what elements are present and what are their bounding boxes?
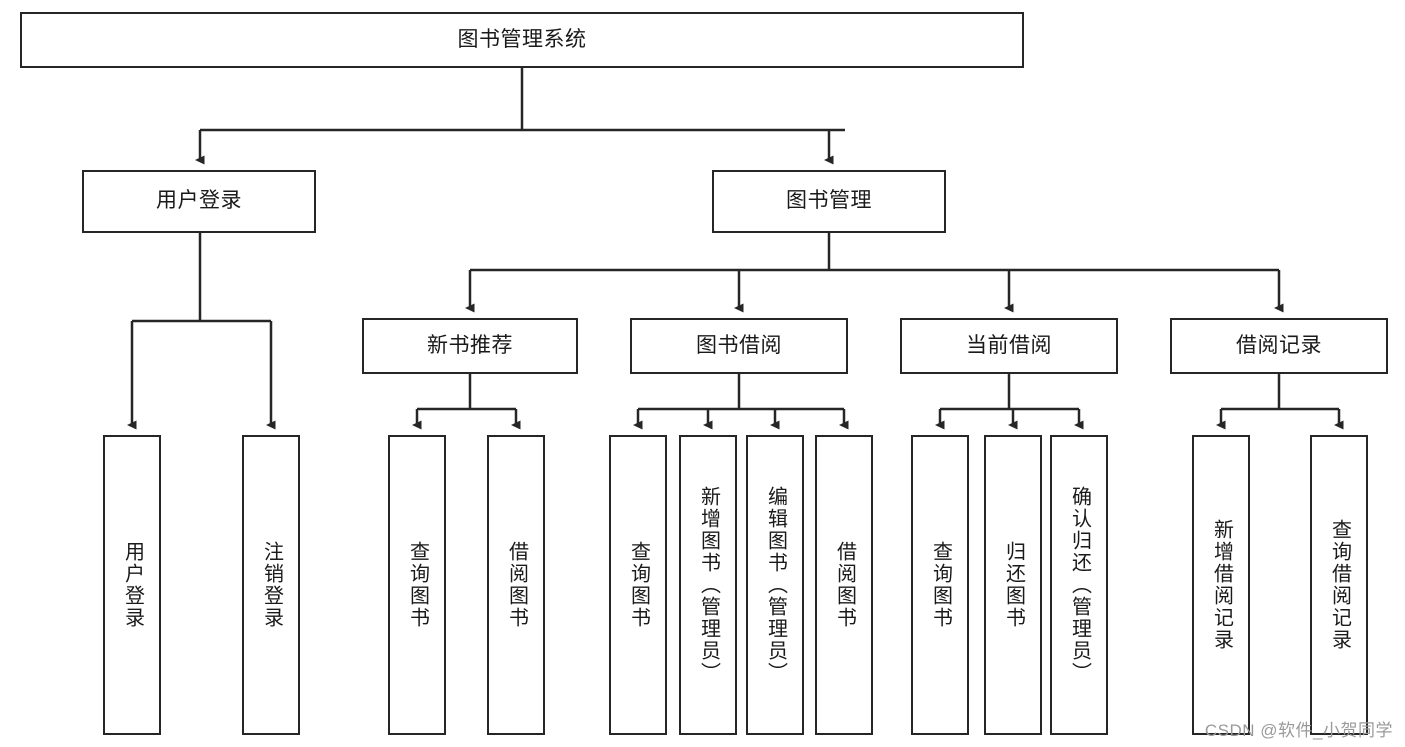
node-leaf-add-book-label: 新增图书（管理员） (697, 486, 720, 684)
node-leaf-return-book-label: 归还图书 (1002, 541, 1025, 629)
node-leaf-user-login-label: 用户登录 (121, 541, 144, 629)
node-book-borrow-label: 图书借阅 (696, 333, 782, 357)
node-leaf-query-book-3-label: 查询图书 (929, 541, 952, 629)
node-leaf-query-book-2-label: 查询图书 (627, 541, 650, 629)
node-current-borrow[interactable]: 当前借阅 (900, 318, 1118, 374)
node-book-borrow[interactable]: 图书借阅 (630, 318, 848, 374)
node-root[interactable]: 图书管理系统 (20, 12, 1024, 68)
node-borrow-record-label: 借阅记录 (1236, 333, 1322, 357)
node-leaf-confirm-return-label: 确认归还（管理员） (1068, 486, 1091, 684)
node-leaf-query-book-1[interactable]: 查询图书 (388, 435, 446, 735)
node-leaf-logout-label: 注销登录 (260, 541, 283, 629)
node-leaf-confirm-return[interactable]: 确认归还（管理员） (1050, 435, 1108, 735)
connector-edges (127, 68, 1344, 430)
node-new-book-recommend[interactable]: 新书推荐 (362, 318, 578, 374)
node-leaf-query-record[interactable]: 查询借阅记录 (1310, 435, 1368, 735)
node-leaf-query-record-label: 查询借阅记录 (1328, 519, 1351, 651)
node-leaf-return-book[interactable]: 归还图书 (984, 435, 1042, 735)
node-leaf-borrow-book-1[interactable]: 借阅图书 (487, 435, 545, 735)
node-leaf-add-record[interactable]: 新增借阅记录 (1192, 435, 1250, 735)
node-leaf-borrow-book-2-label: 借阅图书 (833, 541, 856, 629)
node-root-label: 图书管理系统 (457, 27, 587, 51)
node-current-borrow-label: 当前借阅 (966, 333, 1052, 357)
node-new-book-recommend-label: 新书推荐 (427, 333, 513, 357)
node-leaf-query-book-2[interactable]: 查询图书 (609, 435, 667, 735)
node-leaf-edit-book-label: 编辑图书（管理员） (764, 486, 787, 684)
node-leaf-query-book-3[interactable]: 查询图书 (911, 435, 969, 735)
node-leaf-edit-book[interactable]: 编辑图书（管理员） (746, 435, 804, 735)
node-leaf-add-book[interactable]: 新增图书（管理员） (679, 435, 737, 735)
node-leaf-borrow-book-2[interactable]: 借阅图书 (815, 435, 873, 735)
node-leaf-query-book-1-label: 查询图书 (406, 541, 429, 629)
node-leaf-borrow-book-1-label: 借阅图书 (505, 541, 528, 629)
node-user-login[interactable]: 用户登录 (82, 170, 316, 233)
node-borrow-record[interactable]: 借阅记录 (1170, 318, 1388, 374)
node-leaf-add-record-label: 新增借阅记录 (1210, 519, 1233, 651)
node-leaf-logout[interactable]: 注销登录 (242, 435, 300, 735)
node-book-management-label: 图书管理 (786, 189, 872, 213)
node-book-management[interactable]: 图书管理 (712, 170, 946, 233)
node-leaf-user-login[interactable]: 用户登录 (103, 435, 161, 735)
node-user-login-label: 用户登录 (156, 189, 242, 213)
